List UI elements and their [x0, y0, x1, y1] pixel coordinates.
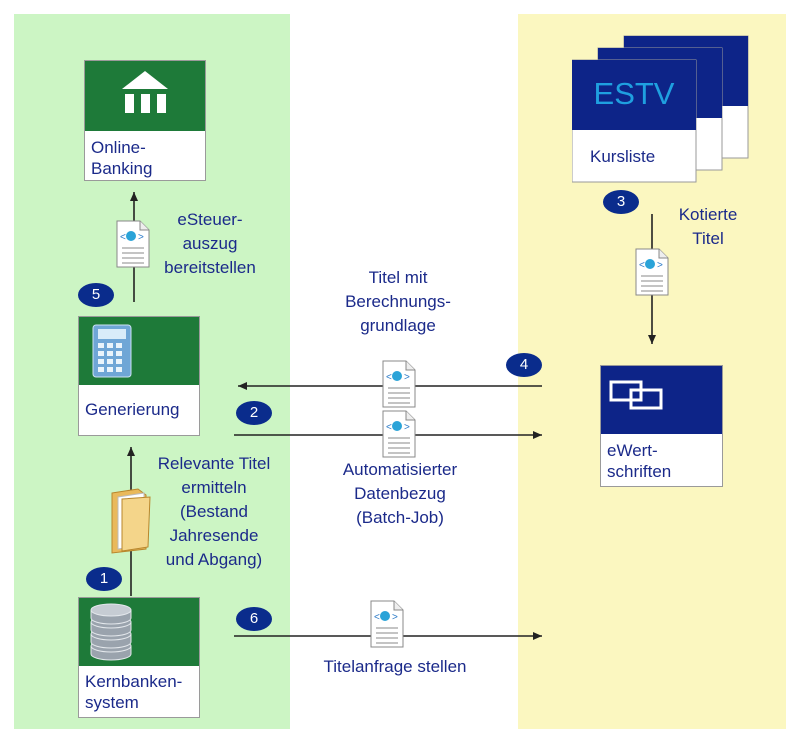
- online-banking-header: [85, 61, 205, 131]
- online-banking-node: Online- Banking: [84, 60, 206, 181]
- ewertschriften-label: eWert- schriften: [607, 441, 672, 481]
- folder-icon: [111, 488, 151, 554]
- step-2-text: Automatisierter Datenbezug (Batch-Job): [342, 460, 458, 527]
- generierung-node: Generierung: [78, 316, 200, 436]
- step-badge-2: 2: [236, 401, 272, 425]
- xml-document-icon: < >: [382, 410, 416, 458]
- svg-text:>: >: [392, 612, 398, 623]
- step-1-text: Relevante Titel ermitteln (Bestand Jahre…: [157, 454, 271, 569]
- kursliste-label: Kursliste: [590, 147, 656, 166]
- step-5-text: eSteuer- auszug bereitstellen: [164, 210, 256, 277]
- database-icon: [79, 598, 199, 666]
- svg-text:>: >: [657, 260, 663, 271]
- windows-icon: [601, 366, 722, 434]
- step-badge-4: 4: [506, 353, 542, 377]
- step-badge-5: 5: [78, 283, 114, 307]
- svg-text:>: >: [404, 422, 410, 433]
- step-badge-1: 1: [86, 567, 122, 591]
- step-3-text: Kotierte Titel: [678, 205, 738, 248]
- svg-text:>: >: [138, 232, 144, 243]
- xml-document-icon: < >: [370, 600, 404, 648]
- bank-icon: [85, 61, 205, 131]
- svg-text:<: <: [374, 612, 380, 623]
- kernbankensystem-node: Kernbanken- system: [78, 597, 200, 718]
- svg-text:>: >: [404, 372, 410, 383]
- stacked-pages-icon: [572, 35, 749, 183]
- step-6-text: Titelanfrage stellen: [323, 657, 467, 676]
- svg-text:<: <: [120, 232, 126, 243]
- xml-document-icon: < >: [635, 248, 669, 296]
- step-4-text: Titel mit Berechnungs- grundlage: [345, 268, 451, 335]
- kursliste-node: ESTV Kursliste: [572, 34, 752, 184]
- svg-text:<: <: [639, 260, 645, 271]
- ewertschriften-node: eWert- schriften: [600, 365, 723, 487]
- generierung-label: Generierung: [85, 400, 180, 419]
- xml-document-icon: < >: [116, 220, 150, 268]
- xml-document-icon: < >: [382, 360, 416, 408]
- kernbankensystem-label: Kernbanken- system: [85, 672, 183, 712]
- svg-text:<: <: [386, 422, 392, 433]
- step-badge-6: 6: [236, 607, 272, 631]
- svg-text:<: <: [386, 372, 392, 383]
- calculator-icon: [79, 317, 199, 385]
- online-banking-label: Online- Banking: [91, 138, 153, 178]
- step-badge-3: 3: [603, 190, 639, 214]
- estv-header-text: ESTV: [593, 76, 675, 111]
